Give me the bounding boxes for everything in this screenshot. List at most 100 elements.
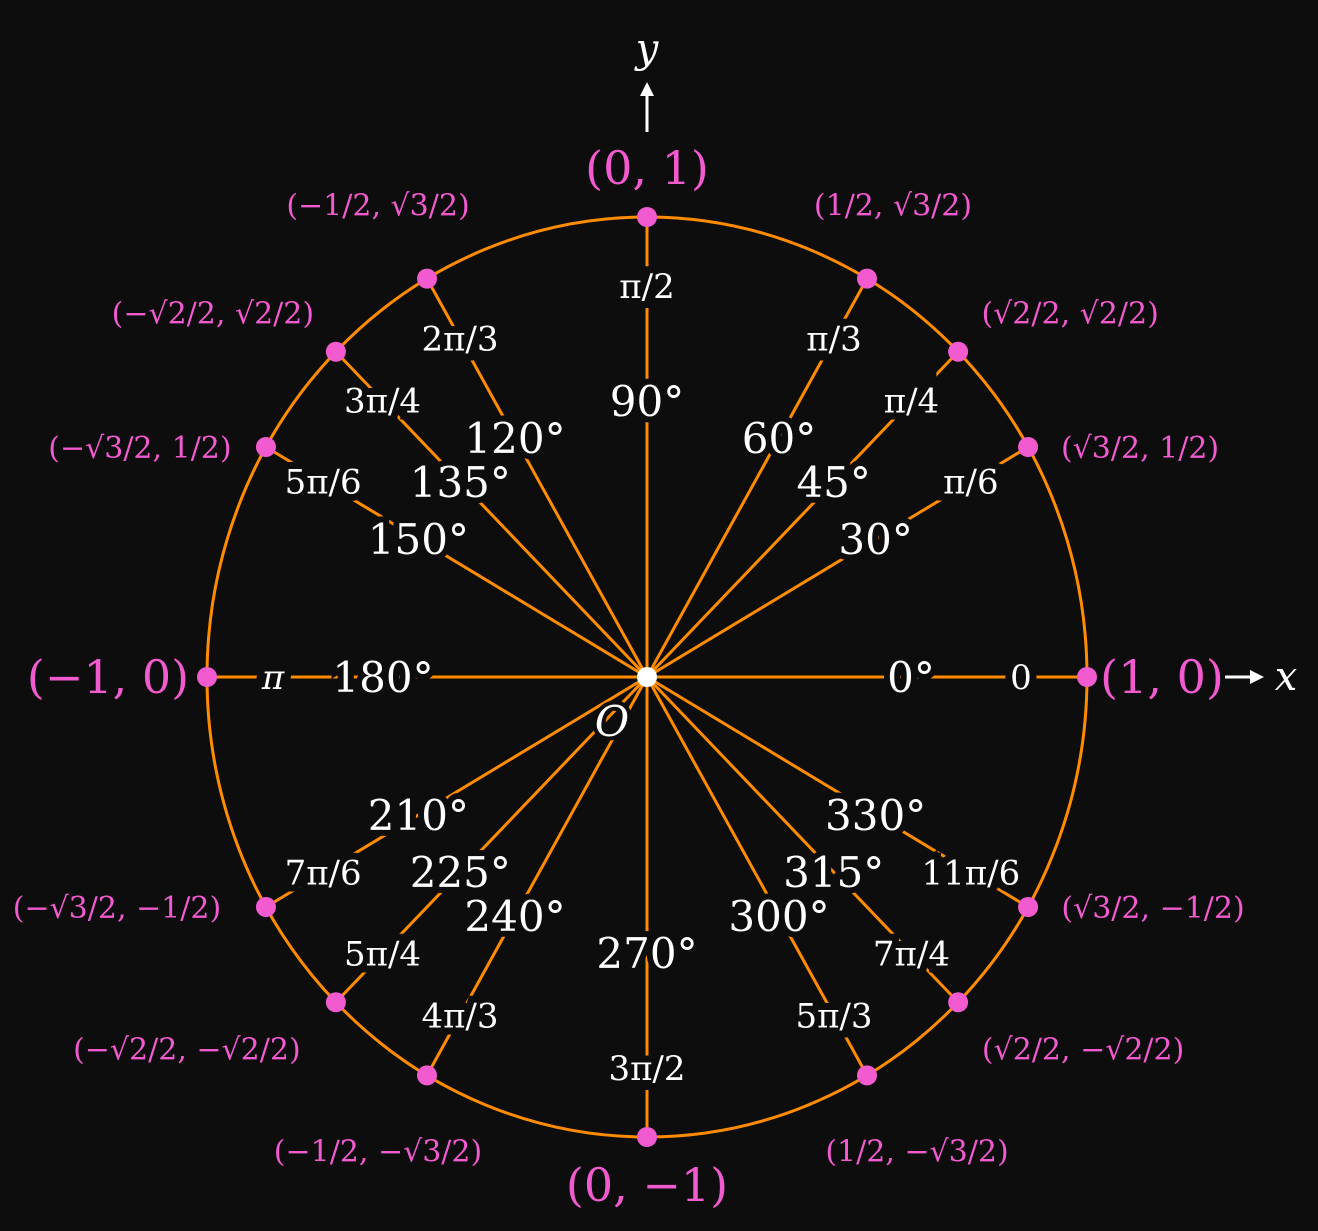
coordinate-x: −√3/2 (60, 431, 153, 466)
coordinate-label: (√2/2, √2/2) (981, 297, 1158, 332)
degree-label: 240° (464, 892, 565, 941)
point-135 (325, 341, 346, 362)
right-paren: ) (220, 431, 232, 466)
coordinate-x: 1 (1118, 650, 1147, 704)
coordinate-label: (√3/2, −1/2) (1061, 891, 1244, 926)
origin-label: O (595, 697, 629, 746)
coordinate-x: −1/2 (285, 1134, 358, 1169)
radian-label: 7π/6 (285, 854, 362, 894)
right-paren: ) (960, 189, 972, 224)
degree-label: 120° (464, 414, 565, 463)
degree-label: 135° (410, 458, 511, 507)
degree-label: 0° (887, 653, 935, 702)
degree-label: 315° (783, 848, 884, 897)
coordinate-x: √2/2 (994, 1032, 1061, 1067)
radian-label: 0 (1010, 658, 1032, 698)
labels: 0°0(1, 0)30°π/6(√3/2, 1/2)45°π/4(√2/2, √… (13, 141, 1245, 1212)
left-paren: ( (13, 891, 25, 926)
coordinate-y: −1 (642, 1158, 710, 1212)
point-45 (948, 341, 969, 362)
coordinate-x: 0 (584, 1158, 613, 1212)
coordinate-y: −1/2 (136, 891, 209, 926)
point-210 (255, 897, 276, 917)
degree-label: 330° (825, 791, 926, 840)
degree-label: 150° (368, 515, 469, 564)
right-paren: ) (1206, 650, 1224, 704)
point-225 (325, 992, 346, 1013)
right-paren: ) (710, 1158, 728, 1212)
right-paren: ) (471, 1134, 483, 1169)
comma: , (885, 1134, 904, 1169)
coordinate-y: −√3/2 (904, 1134, 997, 1169)
coordinate-x: −√2/2 (123, 297, 216, 332)
point-270 (637, 1127, 657, 1147)
right-paren: ) (1233, 891, 1245, 926)
left-paren: ( (286, 189, 298, 224)
coordinate-label: (√3/2, 1/2) (1061, 431, 1219, 466)
right-paren: ) (289, 1032, 301, 1067)
coordinate-label: (0, 1) (585, 141, 709, 195)
origin-point (637, 667, 657, 687)
left-paren: ( (825, 1134, 837, 1169)
comma: , (1141, 891, 1160, 926)
right-paren: ) (458, 189, 470, 224)
coordinate-y: −√2/2 (1080, 1032, 1173, 1067)
right-paren: ) (1173, 1032, 1185, 1067)
radian-label: π/3 (806, 319, 861, 359)
coordinate-y: 1/2 (172, 431, 220, 466)
coordinate-y: √2/2 (235, 297, 302, 332)
comma: , (117, 891, 136, 926)
right-paren: ) (209, 891, 221, 926)
comma: , (1061, 1032, 1080, 1067)
left-paren: ( (1100, 650, 1118, 704)
comma: , (153, 431, 172, 466)
coordinate-y: √2/2 (1080, 297, 1147, 332)
radian-label: π/6 (943, 463, 998, 503)
comma: , (1147, 650, 1176, 704)
radian-label: 5π/6 (285, 463, 362, 503)
coordinate-x: 1/2 (826, 189, 874, 224)
left-paren: ( (48, 431, 60, 466)
comma: , (371, 189, 390, 224)
comma: , (216, 297, 235, 332)
ray-300 (645, 676, 869, 1077)
left-paren: ( (981, 297, 993, 332)
coordinate-label: (−√3/2, 1/2) (48, 431, 231, 466)
coordinate-y: −√2/2 (196, 1032, 289, 1067)
coordinate-label: (−1/2, √3/2) (286, 189, 469, 224)
coordinate-y: 0 (1177, 650, 1206, 704)
coordinate-label: (√2/2, −√2/2) (982, 1032, 1184, 1067)
coordinate-label: (−√2/2, −√2/2) (73, 1032, 301, 1067)
radian-label: π/4 (884, 382, 939, 422)
ray-150 (265, 445, 648, 679)
radian-label: 7π/4 (873, 934, 950, 974)
degree-label: 300° (728, 892, 829, 941)
left-paren: ( (274, 1134, 286, 1169)
radian-label: 4π/3 (421, 997, 498, 1037)
ray-330 (646, 675, 1029, 909)
rays (207, 217, 1087, 1137)
comma: , (177, 1032, 196, 1067)
degree-label: 60° (742, 414, 816, 463)
right-paren: ) (302, 297, 314, 332)
coordinate-label: (1/2, √3/2) (814, 189, 972, 224)
coordinate-label: (−√2/2, √2/2) (112, 297, 314, 332)
degree-label: 90° (610, 377, 684, 426)
degree-label: 225° (410, 848, 511, 897)
ray-225 (334, 675, 649, 1004)
right-paren: ) (171, 650, 189, 704)
coordinate-x: −√3/2 (24, 891, 117, 926)
radian-label: 11π/6 (922, 854, 1021, 894)
coordinate-x: −1 (45, 650, 113, 704)
point-150 (255, 437, 276, 457)
degree-label: 180° (332, 653, 433, 702)
right-paren: ) (1147, 297, 1159, 332)
left-paren: ( (1061, 891, 1073, 926)
coordinate-x: √3/2 (1073, 431, 1140, 466)
left-paren: ( (982, 1032, 994, 1067)
left-paren: ( (73, 1032, 85, 1067)
comma: , (1061, 297, 1080, 332)
coordinate-y: 1 (662, 141, 691, 195)
